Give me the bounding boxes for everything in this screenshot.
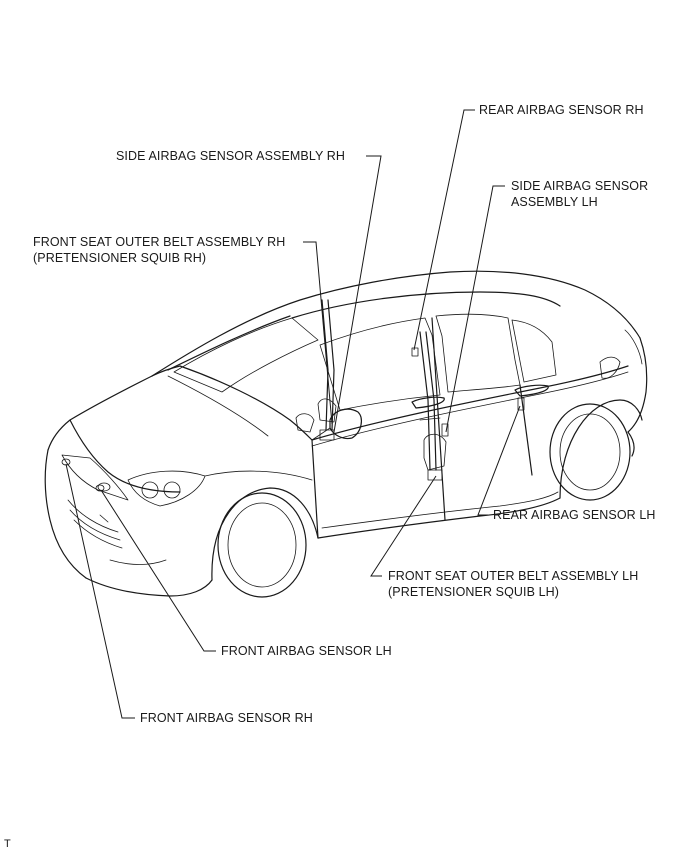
label-front-seat-outer-belt-lh-line1: FRONT SEAT OUTER BELT ASSEMBLY LH [388, 569, 639, 583]
label-front-airbag-sensor-rh: FRONT AIRBAG SENSOR RH [140, 711, 313, 725]
label-front-seat-outer-belt-lh-line2: (PRETENSIONER SQUIB LH) [388, 585, 560, 599]
sensor-marks [61, 347, 525, 492]
corner-mark: T [4, 838, 11, 850]
label-rear-airbag-sensor-lh: REAR AIRBAG SENSOR LH [493, 508, 656, 522]
lh-seat-belt-assembly [419, 331, 447, 481]
label-side-airbag-sensor-assembly-lh-line2: ASSEMBLY LH [511, 195, 598, 209]
label-front-seat-outer-belt-rh-line1: FRONT SEAT OUTER BELT ASSEMBLY RH [33, 235, 286, 249]
car-body [44, 270, 648, 598]
leader-lines [65, 109, 521, 719]
label-front-airbag-sensor-lh: FRONT AIRBAG SENSOR LH [221, 644, 392, 658]
label-side-airbag-sensor-assembly-lh-line1: SIDE AIRBAG SENSOR [511, 179, 649, 193]
label-rear-airbag-sensor-rh: REAR AIRBAG SENSOR RH [479, 103, 644, 117]
label-side-airbag-sensor-assembly-rh: SIDE AIRBAG SENSOR ASSEMBLY RH [116, 149, 346, 163]
label-front-seat-outer-belt-rh-line2: (PRETENSIONER SQUIB RH) [33, 251, 207, 265]
